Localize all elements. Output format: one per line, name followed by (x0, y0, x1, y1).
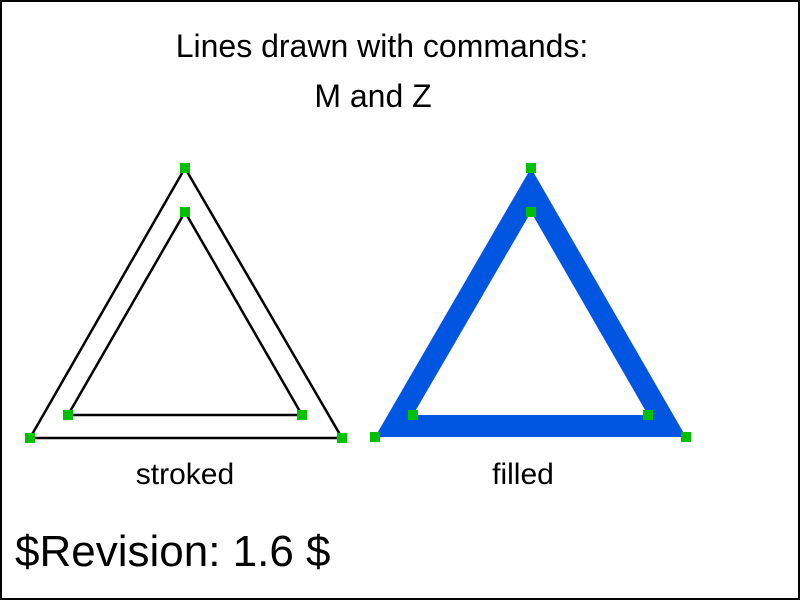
vertex-marker (370, 432, 380, 442)
stroked-triangle-path (27, 165, 345, 440)
vertex-marker (180, 207, 190, 217)
caption-stroked: stroked (136, 458, 234, 491)
vertex-marker (63, 410, 73, 420)
vertex-marker (180, 163, 190, 173)
caption-filled: filled (492, 458, 554, 491)
vertex-marker (681, 432, 691, 442)
revision-label: $Revision: 1.6 $ (15, 527, 331, 576)
stroked-vertex-markers (25, 163, 347, 443)
vertex-marker (526, 207, 536, 217)
vertex-marker (297, 410, 307, 420)
vertex-marker (408, 410, 418, 420)
vertex-marker (526, 163, 536, 173)
title-line-2: M and Z (314, 78, 431, 114)
title-line-1: Lines drawn with commands: (176, 28, 589, 64)
vertex-marker (643, 410, 653, 420)
vertex-marker (337, 433, 347, 443)
filled-vertex-markers (370, 163, 691, 442)
filled-triangle-path (375, 168, 686, 437)
vertex-marker (25, 433, 35, 443)
